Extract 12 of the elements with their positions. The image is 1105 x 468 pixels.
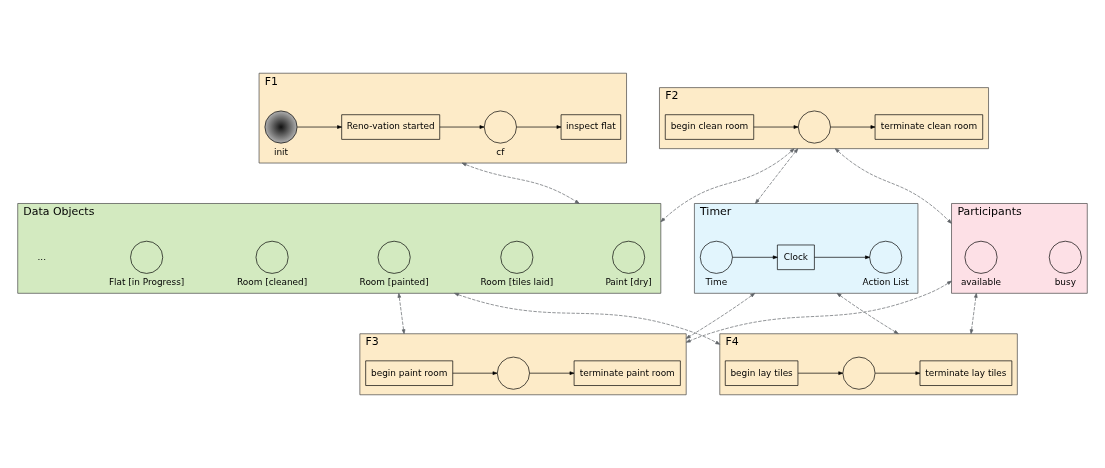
node-label: Time <box>705 277 728 288</box>
node-label: busy <box>1054 277 1076 288</box>
node-label: Paint [dry] <box>605 277 652 288</box>
node-label: Room [cleaned] <box>236 277 308 288</box>
node-label: cf <box>496 147 505 158</box>
node-label: Flat [in Progress] <box>108 277 185 288</box>
node-label: Room [tiles laid] <box>480 277 554 288</box>
label: ... <box>37 251 46 262</box>
node-label: available <box>960 277 1002 288</box>
node-label: Room [painted] <box>359 277 429 288</box>
node-label: init <box>273 147 289 158</box>
node-label: Action List <box>862 277 909 288</box>
